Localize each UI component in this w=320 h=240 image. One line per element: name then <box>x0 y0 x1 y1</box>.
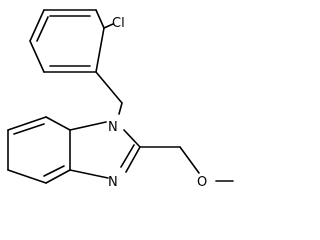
chloro-bond <box>103 23 114 29</box>
nitrogen-1-label: N <box>108 120 118 135</box>
imidazole-bond <box>69 169 109 179</box>
ring-a-bond <box>95 27 105 73</box>
nitrogen-3-label: N <box>108 175 118 190</box>
ring-a-double-bond <box>36 16 49 42</box>
ring-b-bond <box>7 169 47 184</box>
ring-b-bond <box>45 169 71 184</box>
imidazole-bond <box>125 146 141 173</box>
bonds <box>7 9 234 184</box>
imidazole-double-bond <box>120 144 135 168</box>
imidazole-bond <box>123 129 141 148</box>
ring-a-bond <box>29 9 45 42</box>
oxygen-label: O <box>197 175 207 190</box>
ring-a-bond <box>95 9 105 29</box>
imidazole-bond <box>69 121 107 131</box>
benzyl-bond <box>95 71 123 104</box>
ring-b-double-bond <box>43 165 65 177</box>
ring-b-bond <box>45 116 71 131</box>
chlorine-label: Cl <box>112 16 125 31</box>
ring-a-bond <box>29 40 45 73</box>
chemical-structure: Cl N N O <box>7 9 234 190</box>
benzyl-n-bond <box>118 102 123 115</box>
atom-labels: Cl N N O <box>108 16 207 190</box>
ring-b-double-bond <box>13 123 45 135</box>
ring-b-bond <box>7 116 47 131</box>
side-chain-bond <box>179 146 200 174</box>
